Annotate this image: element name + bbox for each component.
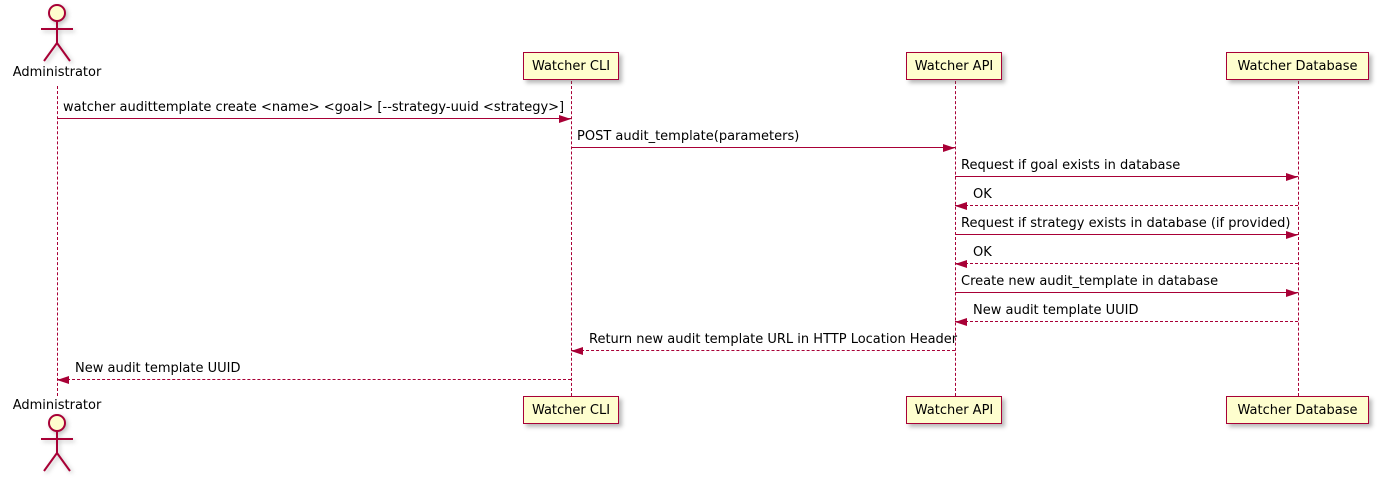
message-label: Return new audit template URL in HTTP Lo… (589, 332, 958, 347)
participant-label: Watcher CLI (531, 402, 611, 418)
arrowhead-icon (57, 375, 69, 384)
participant-box-watcher-db-top: Watcher Database (1226, 52, 1369, 80)
message-line (955, 205, 1298, 206)
actor-administrator-bottom: Administrator (0, 398, 117, 475)
message-label: Request if goal exists in database (961, 158, 1181, 173)
participant-label: Watcher API (914, 58, 994, 74)
message-line (955, 176, 1298, 177)
message-line (955, 263, 1298, 264)
actor-icon (41, 414, 73, 472)
participant-label: Watcher CLI (531, 58, 611, 74)
arrowhead-icon (1286, 230, 1298, 239)
arrowhead-icon (1286, 172, 1298, 181)
arrowhead-icon (955, 259, 967, 268)
message-label: New audit template UUID (973, 303, 1139, 318)
participant-box-watcher-api-top: Watcher API (906, 52, 1002, 80)
message-label: New audit template UUID (75, 361, 241, 376)
actor-label: Administrator (12, 65, 102, 80)
arrowhead-icon (955, 201, 967, 210)
arrowhead-icon (559, 114, 571, 123)
message-line (57, 379, 571, 380)
message-line (955, 321, 1298, 322)
participant-box-watcher-cli-top: Watcher CLI (523, 52, 619, 80)
actor-icon (41, 4, 73, 62)
participant-box-watcher-api-bottom: Watcher API (906, 396, 1002, 424)
actor-administrator-top: Administrator (0, 3, 117, 80)
lifeline-watcher-cli (571, 81, 572, 396)
lifeline-watcher-api (955, 81, 956, 396)
lifeline-administrator (57, 86, 58, 396)
arrowhead-icon (1286, 288, 1298, 297)
arrowhead-icon (955, 317, 967, 326)
participant-box-watcher-cli-bottom: Watcher CLI (523, 396, 619, 424)
actor-label: Administrator (12, 398, 102, 413)
arrowhead-icon (571, 346, 583, 355)
message-line (571, 147, 955, 148)
participant-label: Watcher Database (1237, 58, 1358, 74)
participant-box-watcher-db-bottom: Watcher Database (1226, 396, 1369, 424)
participant-label: Watcher Database (1237, 402, 1358, 418)
message-label: Create new audit_template in database (961, 274, 1219, 289)
message-label: watcher audittemplate create <name> <goa… (63, 100, 565, 115)
participant-label: Watcher API (914, 402, 994, 418)
message-line (955, 292, 1298, 293)
message-line (571, 350, 955, 351)
message-line (955, 234, 1298, 235)
lifeline-watcher-db (1298, 81, 1299, 396)
message-label: OK (973, 187, 992, 202)
message-label: OK (973, 245, 992, 260)
message-label: Request if strategy exists in database (… (961, 216, 1291, 231)
message-line (57, 118, 571, 119)
arrowhead-icon (943, 143, 955, 152)
message-label: POST audit_template(parameters) (577, 129, 800, 144)
